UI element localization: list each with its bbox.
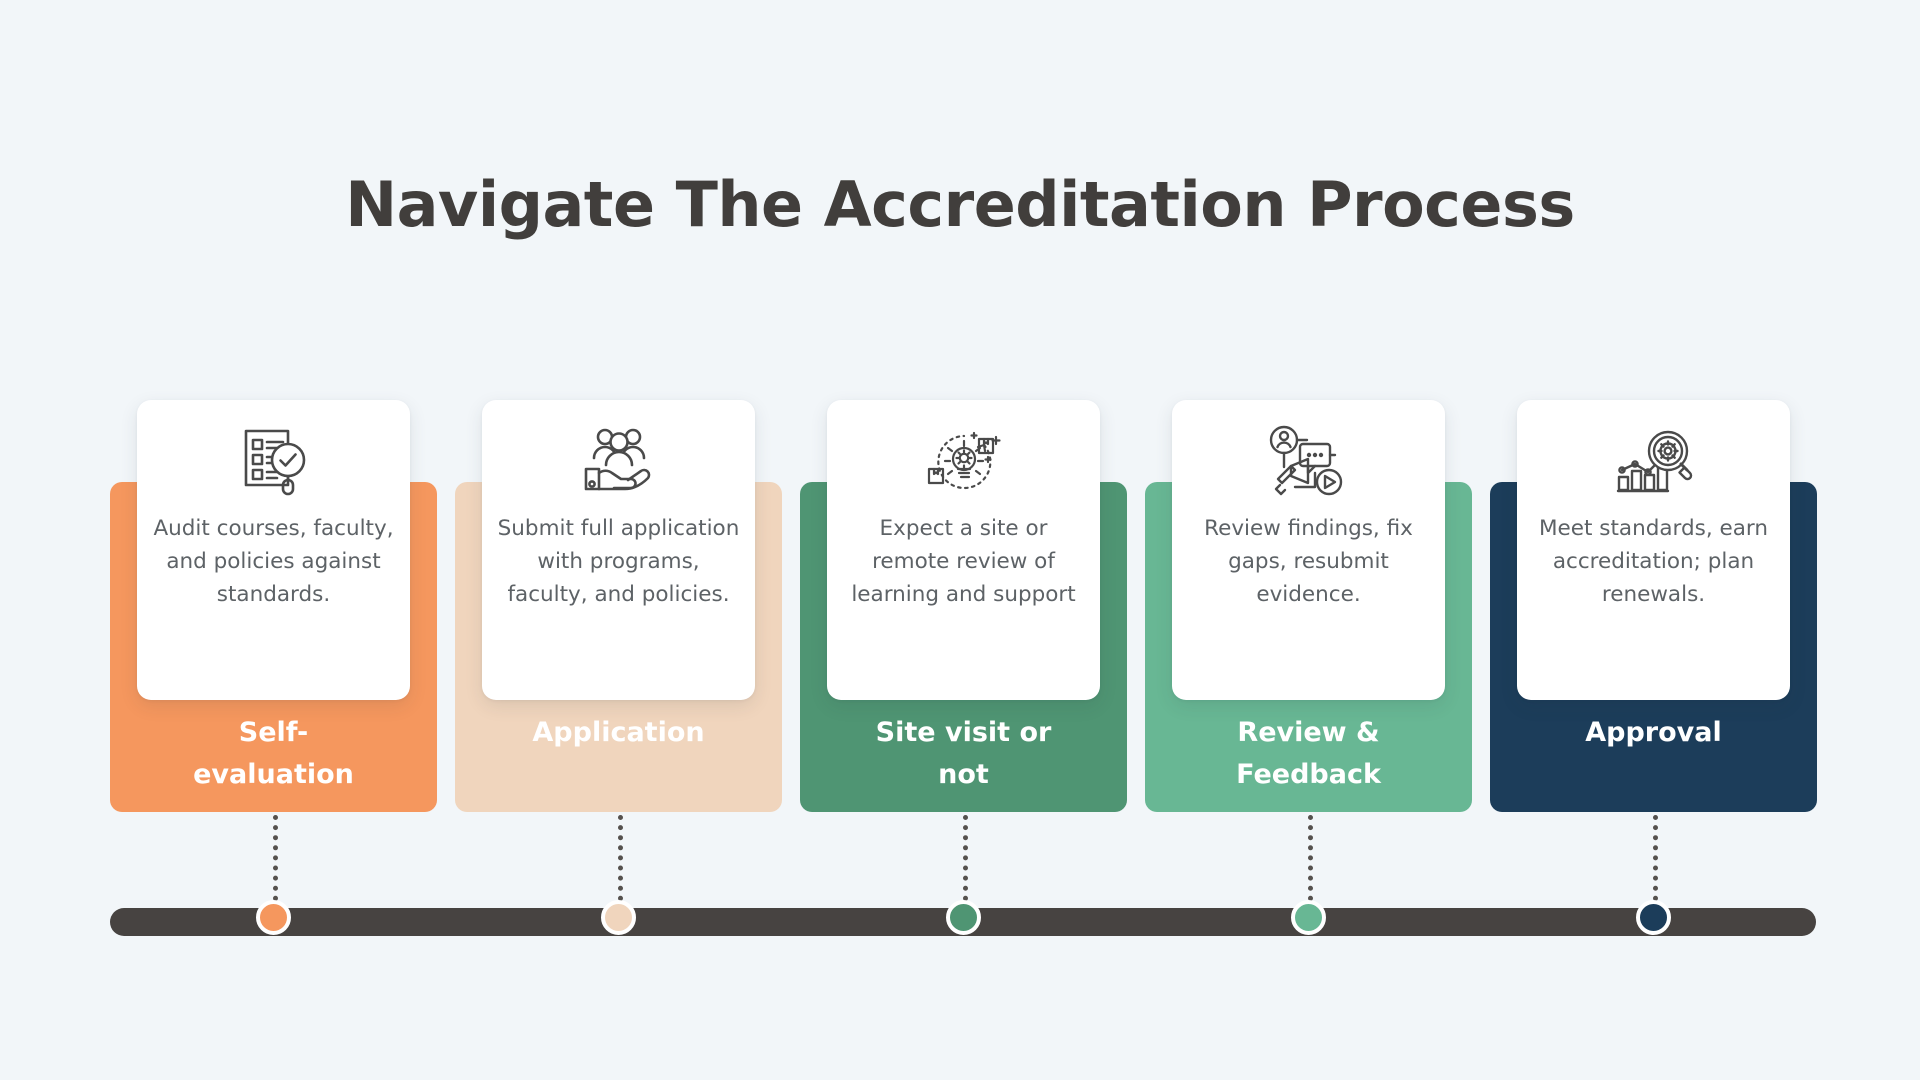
timeline-marker-4[interactable] <box>1291 900 1326 935</box>
step-4: Review findings, fix gaps, resubmit evid… <box>1145 0 1472 1080</box>
step-4-label: Review & Feedback <box>1236 717 1381 790</box>
hand-holding-people-icon <box>576 424 662 498</box>
timeline-marker-1[interactable] <box>256 900 291 935</box>
step-3-description: Expect a site or remote review of learni… <box>851 516 1076 607</box>
lightbulb-gear-idea-icon <box>921 424 1007 498</box>
megaphone-feedback-icon <box>1266 424 1352 498</box>
step-1-label: Self- evaluation <box>193 717 354 790</box>
step-4-card[interactable]: Review findings, fix gaps, resubmit evid… <box>1172 400 1445 700</box>
step-2: Submit full application with programs, f… <box>455 0 782 1080</box>
step-4-description: Review findings, fix gaps, resubmit evid… <box>1204 516 1413 607</box>
step-4-connector <box>1308 815 1313 911</box>
page-title: Navigate The Accreditation Process <box>345 168 1575 241</box>
step-3-label: Site visit or not <box>875 717 1052 790</box>
step-1-card[interactable]: Audit courses, faculty, and policies aga… <box>137 400 410 700</box>
timeline-marker-5[interactable] <box>1636 900 1671 935</box>
step-1-connector <box>273 815 278 911</box>
step-2-description: Submit full application with programs, f… <box>497 516 740 607</box>
step-3-card[interactable]: Expect a site or remote review of learni… <box>827 400 1100 700</box>
step-2-card[interactable]: Submit full application with programs, f… <box>482 400 755 700</box>
step-1: Audit courses, faculty, and policies aga… <box>110 0 437 1080</box>
step-3: Expect a site or remote review of learni… <box>800 0 1127 1080</box>
timeline-marker-2[interactable] <box>601 900 636 935</box>
checklist-magnifier-icon <box>231 424 317 498</box>
step-1-description: Audit courses, faculty, and policies aga… <box>153 516 394 607</box>
step-2-connector <box>618 815 623 911</box>
step-3-connector <box>963 815 968 911</box>
step-5-connector <box>1653 815 1658 911</box>
step-5-card[interactable]: Meet standards, earn accreditation; plan… <box>1517 400 1790 700</box>
step-5-label: Approval <box>1585 717 1722 748</box>
chart-magnifier-gear-icon <box>1611 424 1697 498</box>
timeline-marker-3[interactable] <box>946 900 981 935</box>
step-5: Meet standards, earn accreditation; plan… <box>1490 0 1817 1080</box>
step-5-description: Meet standards, earn accreditation; plan… <box>1539 516 1768 607</box>
step-2-label: Application <box>532 717 705 748</box>
